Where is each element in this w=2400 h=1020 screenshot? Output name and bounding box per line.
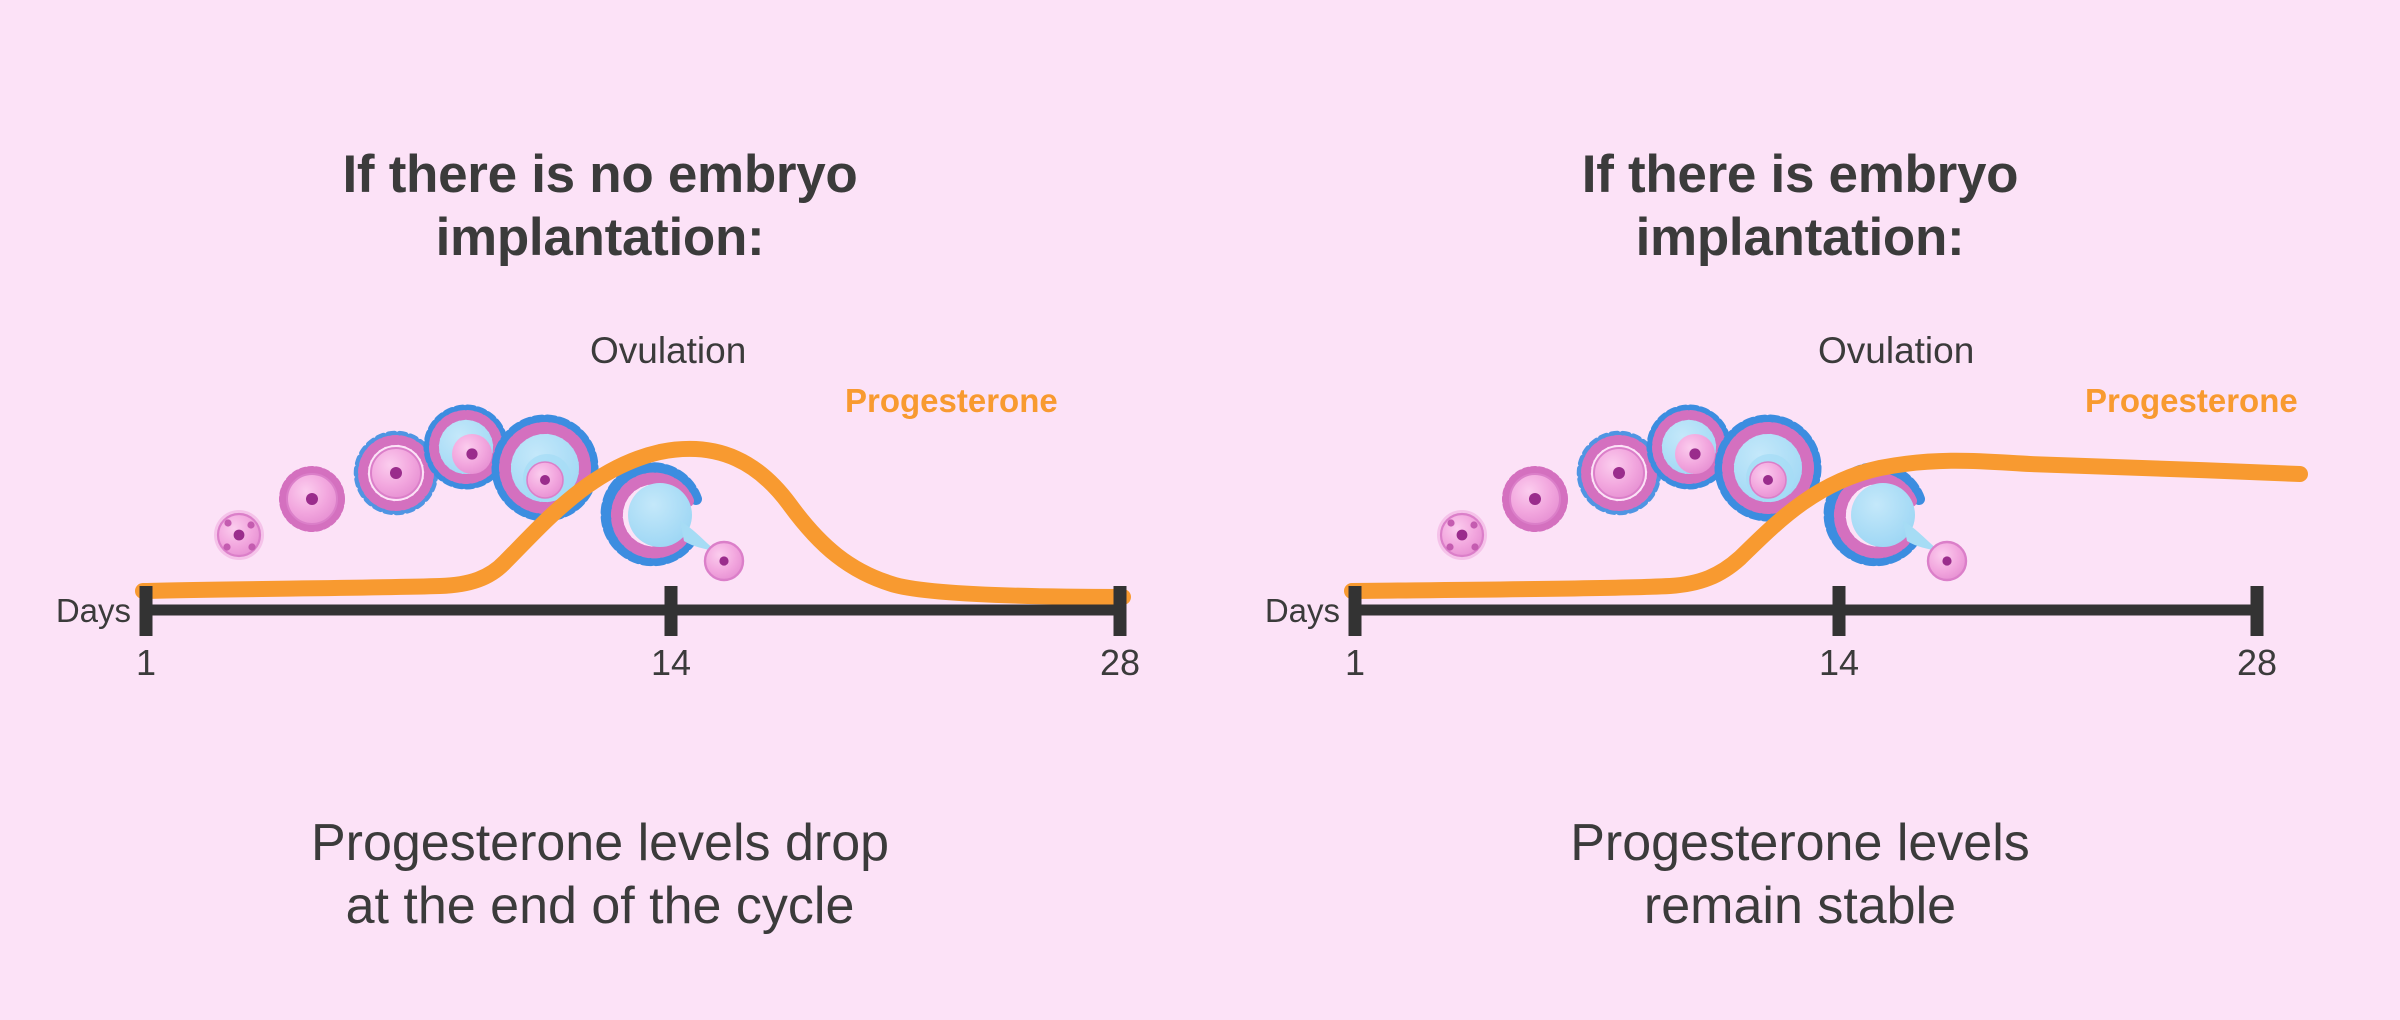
progesterone-label-right: Progesterone (2085, 382, 2298, 419)
follicle-stage-primordial (1437, 510, 1487, 560)
ovulation-label-right: Ovulation (1818, 330, 1974, 371)
follicle-stage-secondary (1576, 430, 1662, 516)
follicle-stage-primordial (214, 510, 264, 560)
panel-no-implantation: If there is no embryo implantation: (56, 144, 1140, 936)
progesterone-curve-left (135, 440, 1131, 605)
panel-with-implantation: If there is embryo implantation: (1200, 0, 2400, 1020)
released-oocyte (703, 540, 745, 582)
cycle-chart-with-implantation: Ovulation Progesterone Days 1 14 28 (1265, 330, 2308, 683)
cycle-chart-no-implantation: Ovulation Progesterone Days 1 14 28 (56, 330, 1140, 683)
panel-title-no-implantation: If there is no embryo implantation: (342, 144, 858, 267)
tick-label-day-14-left: 14 (651, 642, 691, 683)
panel-title-with-implantation: If there is embryo implantation: (1581, 144, 2019, 267)
tick-label-day-1-left: 1 (136, 642, 156, 683)
tick-label-day-14-right: 14 (1819, 642, 1859, 683)
progesterone-label-left: Progesterone (845, 382, 1058, 419)
panel-caption-with-implantation: Progesterone levels remain stable (1570, 814, 2030, 936)
follicle-stage-secondary (353, 430, 439, 516)
tick-label-day-1-right: 1 (1345, 642, 1365, 683)
progesterone-curve-right (1344, 452, 2308, 599)
follicle-stage-primary (1502, 466, 1568, 532)
days-axis-label-left: Days (56, 592, 131, 629)
follicle-stage-mature-graafian (1714, 414, 1822, 522)
panel-caption-no-implantation: Progesterone levels drop at the end of t… (310, 814, 890, 936)
time-axis-right (1348, 586, 2264, 636)
follicle-stage-mature-graafian (491, 414, 599, 522)
tick-label-day-28-right: 28 (2237, 642, 2277, 683)
follicle-stage-ruptured-releasing-oocyte (1823, 462, 1968, 582)
released-oocyte (1926, 540, 1968, 582)
tick-label-day-28-left: 28 (1100, 642, 1140, 683)
time-axis-left (139, 586, 1127, 636)
days-axis-label-right: Days (1265, 592, 1340, 629)
ovulation-label-left: Ovulation (590, 330, 746, 371)
follicle-stage-ruptured-releasing-oocyte (600, 462, 745, 582)
follicle-stage-primary (279, 466, 345, 532)
